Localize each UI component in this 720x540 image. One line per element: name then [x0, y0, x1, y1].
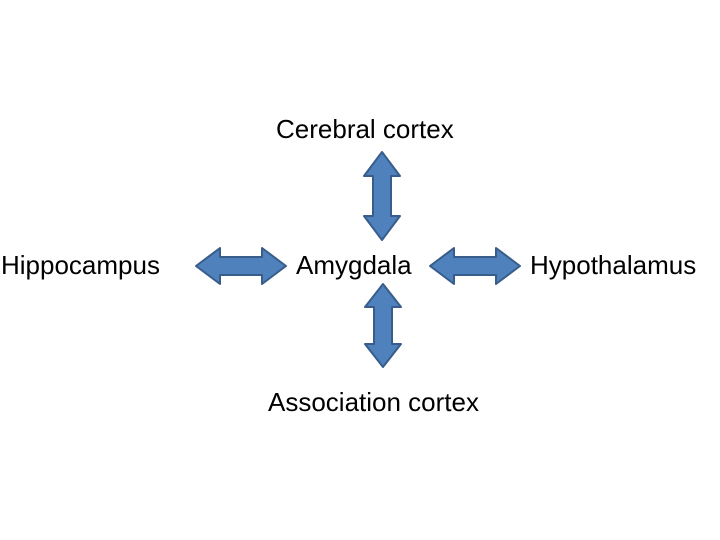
node-association-cortex: Association cortex [268, 387, 479, 417]
node-amygdala: Amygdala [296, 250, 412, 280]
arrow-cerebral-amygdala [363, 151, 401, 241]
node-cerebral-cortex: Cerebral cortex [276, 114, 454, 144]
arrow-hippocampus-amygdala [195, 247, 287, 285]
arrow-amygdala-association [364, 283, 402, 368]
arrow-amygdala-hypothalamus [429, 247, 521, 285]
node-hypothalamus: Hypothalamus [530, 250, 697, 280]
node-hippocampus: Hippocampus [1, 250, 160, 280]
